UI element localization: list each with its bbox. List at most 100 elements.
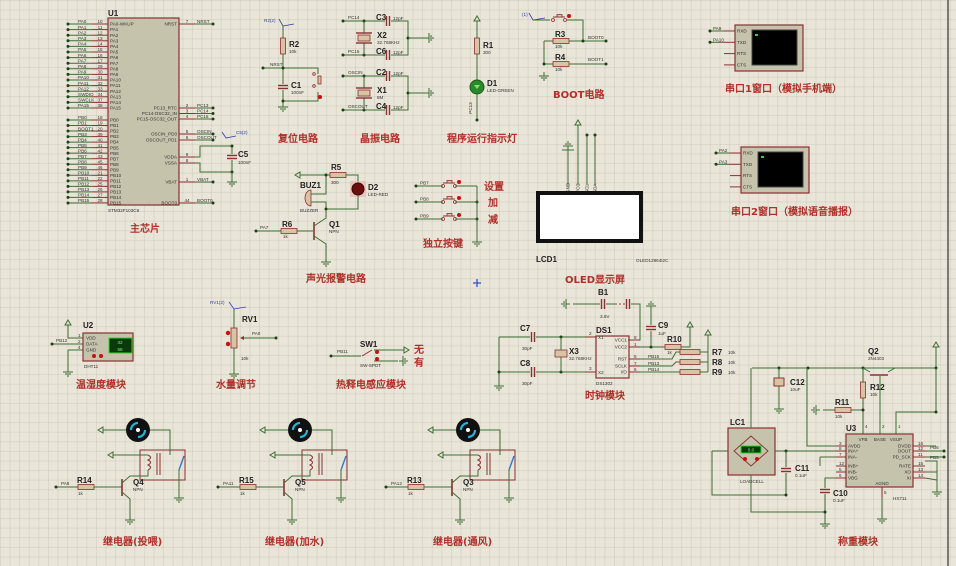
net-label: PC15 xyxy=(197,114,209,119)
crystal[interactable] xyxy=(357,34,371,42)
button-cap[interactable] xyxy=(556,14,563,18)
dht-temp-button[interactable] xyxy=(92,354,96,358)
reset-button-contact[interactable] xyxy=(312,72,316,76)
ground-icon xyxy=(561,299,570,309)
net-label: PB15 xyxy=(648,354,660,359)
reset-button-indicator[interactable] xyxy=(318,95,322,99)
net-label: PB11 xyxy=(337,349,348,354)
temperature-reading: 32 xyxy=(117,340,123,345)
button-cap[interactable] xyxy=(446,180,453,184)
pin-number: 14 xyxy=(97,42,103,47)
pin-name: PB2 xyxy=(110,129,119,134)
relay-switch[interactable] xyxy=(508,455,515,471)
crystal[interactable] xyxy=(357,89,371,97)
button-state-indicator[interactable] xyxy=(457,180,461,184)
pin-name: PA13 xyxy=(110,94,121,99)
pin-number: 30 xyxy=(97,70,103,75)
resistor[interactable] xyxy=(329,172,347,178)
resistor[interactable] xyxy=(280,228,298,234)
spdt-indicator[interactable] xyxy=(375,350,379,354)
pot-up-button[interactable] xyxy=(225,330,231,336)
junction-dot xyxy=(66,61,70,65)
button-contact[interactable] xyxy=(441,184,445,188)
ground-icon xyxy=(229,370,239,379)
resistor[interactable] xyxy=(552,38,570,44)
relay[interactable] xyxy=(469,449,516,481)
resistor[interactable] xyxy=(834,407,852,413)
pin-name: VBAT xyxy=(165,180,177,185)
relay-switch[interactable] xyxy=(340,455,347,471)
spdt-indicator[interactable] xyxy=(375,357,379,361)
pin-name: NRST xyxy=(164,22,177,27)
relay-switch[interactable] xyxy=(178,455,185,471)
dht-hum-button[interactable] xyxy=(99,354,103,358)
button-contact[interactable] xyxy=(551,18,555,22)
resistor[interactable] xyxy=(239,484,257,490)
resistor[interactable] xyxy=(407,484,425,490)
ds1302-chip[interactable] xyxy=(595,335,630,379)
net-label: OSCOUT xyxy=(197,135,217,140)
junction-dot xyxy=(341,74,345,78)
pin-name: VDD xyxy=(86,336,96,341)
net-label: BOOT1 xyxy=(588,57,604,62)
resistor[interactable] xyxy=(679,369,701,375)
ground-icon xyxy=(278,103,288,112)
button-state-indicator[interactable] xyxy=(457,213,461,217)
net-label: PA10 xyxy=(78,75,89,80)
pin-name: PA2 xyxy=(110,33,119,38)
hx711-chip[interactable] xyxy=(845,433,914,488)
crystal-x3[interactable] xyxy=(554,349,568,358)
oled-display[interactable] xyxy=(536,191,643,243)
reset-button[interactable] xyxy=(317,75,322,85)
button-contact[interactable] xyxy=(441,217,445,221)
section-title-reset: 复位电路 xyxy=(277,132,319,145)
resistor[interactable] xyxy=(664,344,682,350)
junction-dot xyxy=(714,151,718,155)
relay-resistor-ref: R15 xyxy=(239,476,254,485)
button-contact[interactable] xyxy=(441,200,445,204)
spdt-lever[interactable] xyxy=(361,349,373,357)
resistor[interactable] xyxy=(77,484,95,490)
relay-resistor-ref: R13 xyxy=(407,476,422,485)
led-red[interactable] xyxy=(351,182,365,196)
wire xyxy=(313,235,327,258)
resistor[interactable] xyxy=(280,37,286,55)
net-label: PA3 xyxy=(78,36,87,41)
button-cap[interactable] xyxy=(446,213,453,217)
stm32-chip[interactable] xyxy=(107,17,180,206)
pin-name: VSUP xyxy=(890,437,903,442)
button-state-indicator[interactable] xyxy=(457,196,461,200)
terminal-screen[interactable] xyxy=(757,151,804,188)
reset-button-contact[interactable] xyxy=(312,84,316,88)
resistor[interactable] xyxy=(860,381,866,399)
junction-dot xyxy=(66,22,70,26)
r2-ref: R2 xyxy=(289,40,300,49)
potentiometer[interactable] xyxy=(230,327,238,349)
resistor[interactable] xyxy=(679,349,701,355)
resistor[interactable] xyxy=(552,61,570,67)
loadcell-up-button[interactable] xyxy=(755,457,759,461)
pin-name: OSCIN_PD0 xyxy=(151,132,177,137)
ground-icon xyxy=(174,494,184,503)
pin-name: TXD xyxy=(737,40,747,45)
button-contact[interactable] xyxy=(563,18,567,22)
pot-down-button[interactable] xyxy=(225,341,231,347)
junction-dot xyxy=(66,89,70,93)
pin-name: BASE xyxy=(874,437,886,442)
resistor[interactable] xyxy=(679,359,701,365)
button-state-indicator[interactable] xyxy=(567,14,571,18)
button-cap[interactable] xyxy=(446,196,453,200)
terminal-screen[interactable] xyxy=(751,29,798,66)
ground-icon xyxy=(563,141,573,150)
net-label: PB6 xyxy=(930,445,939,450)
x3-ref: X3 xyxy=(569,347,579,356)
buzzer[interactable] xyxy=(304,189,312,207)
resistor[interactable] xyxy=(474,37,480,55)
relay[interactable] xyxy=(139,449,186,481)
net-label: PA8 xyxy=(78,64,87,69)
section-title-clock: 时钟模块 xyxy=(585,389,626,402)
loadcell-down-button[interactable] xyxy=(743,457,747,461)
capacitor-electrolytic[interactable] xyxy=(773,377,785,387)
relay[interactable] xyxy=(301,449,348,481)
